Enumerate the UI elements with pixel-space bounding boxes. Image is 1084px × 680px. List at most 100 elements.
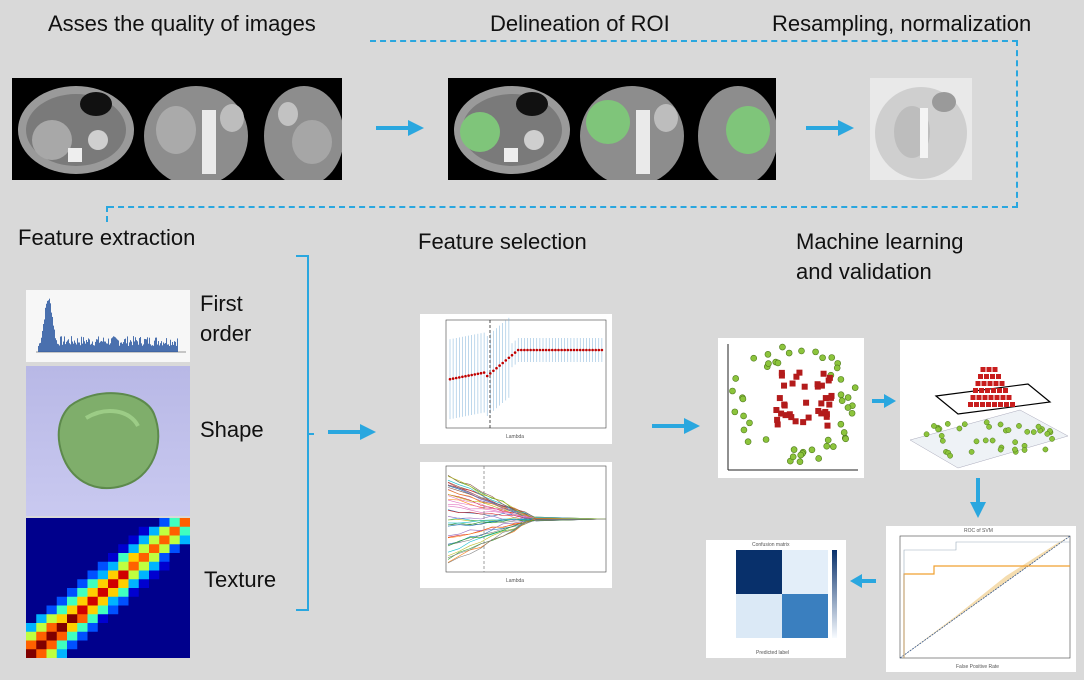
heatmap-cell xyxy=(159,649,170,658)
scatter3d-point-class-b xyxy=(989,437,996,444)
heatmap-cell xyxy=(97,526,109,536)
cv-point xyxy=(575,348,579,352)
scatter-point-class-b xyxy=(762,436,770,443)
heatmap-cell xyxy=(67,605,78,615)
histogram-bar xyxy=(135,337,136,352)
heatmap-cell xyxy=(67,570,78,580)
scatter3d-point-class-a xyxy=(986,367,992,372)
scatter-point-class-a xyxy=(781,402,788,409)
heatmap-cell xyxy=(149,649,160,658)
heatmap-cell xyxy=(46,623,58,633)
heatmap-cell xyxy=(87,526,99,536)
scatter-point-class-a xyxy=(778,410,785,417)
heatmap-cell xyxy=(26,570,37,580)
heatmap-cell xyxy=(138,553,150,563)
scatter-point-class-b xyxy=(774,359,782,367)
histogram-bar xyxy=(107,343,108,352)
shape-3d-render xyxy=(26,366,190,516)
histogram-bar xyxy=(52,316,53,352)
heatmap-cell xyxy=(67,544,78,554)
scatter-point-class-b xyxy=(729,387,736,395)
heatmap-cell xyxy=(128,605,140,615)
cv-point xyxy=(541,348,545,352)
heatmap-cell xyxy=(67,623,78,633)
heatmap-cell xyxy=(159,623,170,633)
path-line xyxy=(447,518,607,526)
scatter3d-point-class-b xyxy=(1021,447,1028,453)
arrow-down-icon xyxy=(970,478,986,518)
histogram-bar xyxy=(132,345,133,352)
scatter3d-point-class-a xyxy=(1010,402,1015,407)
heatmap-cell xyxy=(179,596,190,606)
scatter3d-point-class-a xyxy=(990,374,995,379)
cv-point xyxy=(520,348,523,352)
heatmap-cell xyxy=(128,518,140,528)
heatmap-cell xyxy=(159,526,170,536)
cv-point xyxy=(507,356,511,360)
scatter3d-point-class-b xyxy=(1044,431,1051,437)
cv-point xyxy=(510,353,514,357)
heatmap-cell xyxy=(36,579,47,589)
heatmap-cell xyxy=(36,623,47,633)
cv-point xyxy=(569,348,573,352)
scatter3d-point-class-b xyxy=(973,438,980,445)
heatmap-cell xyxy=(56,631,68,641)
scatter-point-class-b xyxy=(765,360,772,367)
confusion-matrix: Confusion matrix Predicted label xyxy=(706,540,846,658)
scatter-point-class-a xyxy=(793,373,800,380)
histogram-bar xyxy=(157,344,158,352)
histogram-bar xyxy=(127,336,128,352)
scatter-point-class-a xyxy=(782,412,789,419)
cm-cell-tp xyxy=(782,594,828,638)
histogram-bar xyxy=(69,343,70,352)
heatmap-cell xyxy=(46,605,58,615)
roc-xlabel: False Positive Rate xyxy=(956,664,1000,670)
heatmap-cell xyxy=(26,649,37,658)
scatter-point-class-a xyxy=(773,407,780,414)
cv-point xyxy=(523,348,526,352)
roc-frame xyxy=(899,535,1071,659)
histogram-bar xyxy=(44,319,45,352)
histogram-bar xyxy=(140,337,141,352)
scatter-point-class-a xyxy=(820,370,827,377)
heatmap-cell xyxy=(87,570,99,580)
scatter-point-class-a xyxy=(818,400,825,407)
scatter3d-point-class-a xyxy=(999,381,1005,386)
scatter-point-class-b xyxy=(740,426,748,434)
histogram-bar xyxy=(108,338,109,352)
cm-cell-fn xyxy=(736,594,782,638)
heatmap-cell xyxy=(108,588,119,598)
histogram-bar xyxy=(94,345,95,352)
histogram-bar xyxy=(58,344,59,352)
confusion-title: Confusion matrix xyxy=(752,542,790,548)
scatter-point-class-b xyxy=(840,429,848,436)
heatmap-cell xyxy=(149,596,160,606)
histogram-bar xyxy=(143,344,144,352)
heatmap-cell xyxy=(56,605,68,615)
heatmap-cell xyxy=(138,649,150,658)
scatter-point-class-a xyxy=(801,383,808,390)
scatter-point-class-a xyxy=(778,372,785,379)
histogram-bar xyxy=(100,341,101,352)
heatmap-cell xyxy=(179,544,190,554)
histogram-bar xyxy=(134,341,135,352)
heatmap-cell xyxy=(179,614,190,624)
heatmap-cell xyxy=(169,631,181,641)
heatmap-cell xyxy=(108,579,119,589)
heatmap-cell xyxy=(97,570,109,580)
heatmap-cell xyxy=(87,561,99,571)
scatter-point-class-b xyxy=(731,408,739,416)
heatmap-cell xyxy=(46,640,58,650)
histogram-bar xyxy=(71,336,72,352)
cv-point xyxy=(501,361,504,365)
histogram-bar xyxy=(111,338,112,352)
scatter3d-floor xyxy=(909,409,1069,469)
histogram-bar xyxy=(163,342,164,352)
histogram-bar xyxy=(155,337,156,352)
heatmap-cell xyxy=(108,623,119,633)
histogram-bar xyxy=(119,345,120,352)
ct-images-roi xyxy=(448,78,776,180)
lasso-path-plot: Lambda xyxy=(420,462,612,588)
path-line xyxy=(447,518,607,527)
heatmap-cell xyxy=(108,605,119,615)
